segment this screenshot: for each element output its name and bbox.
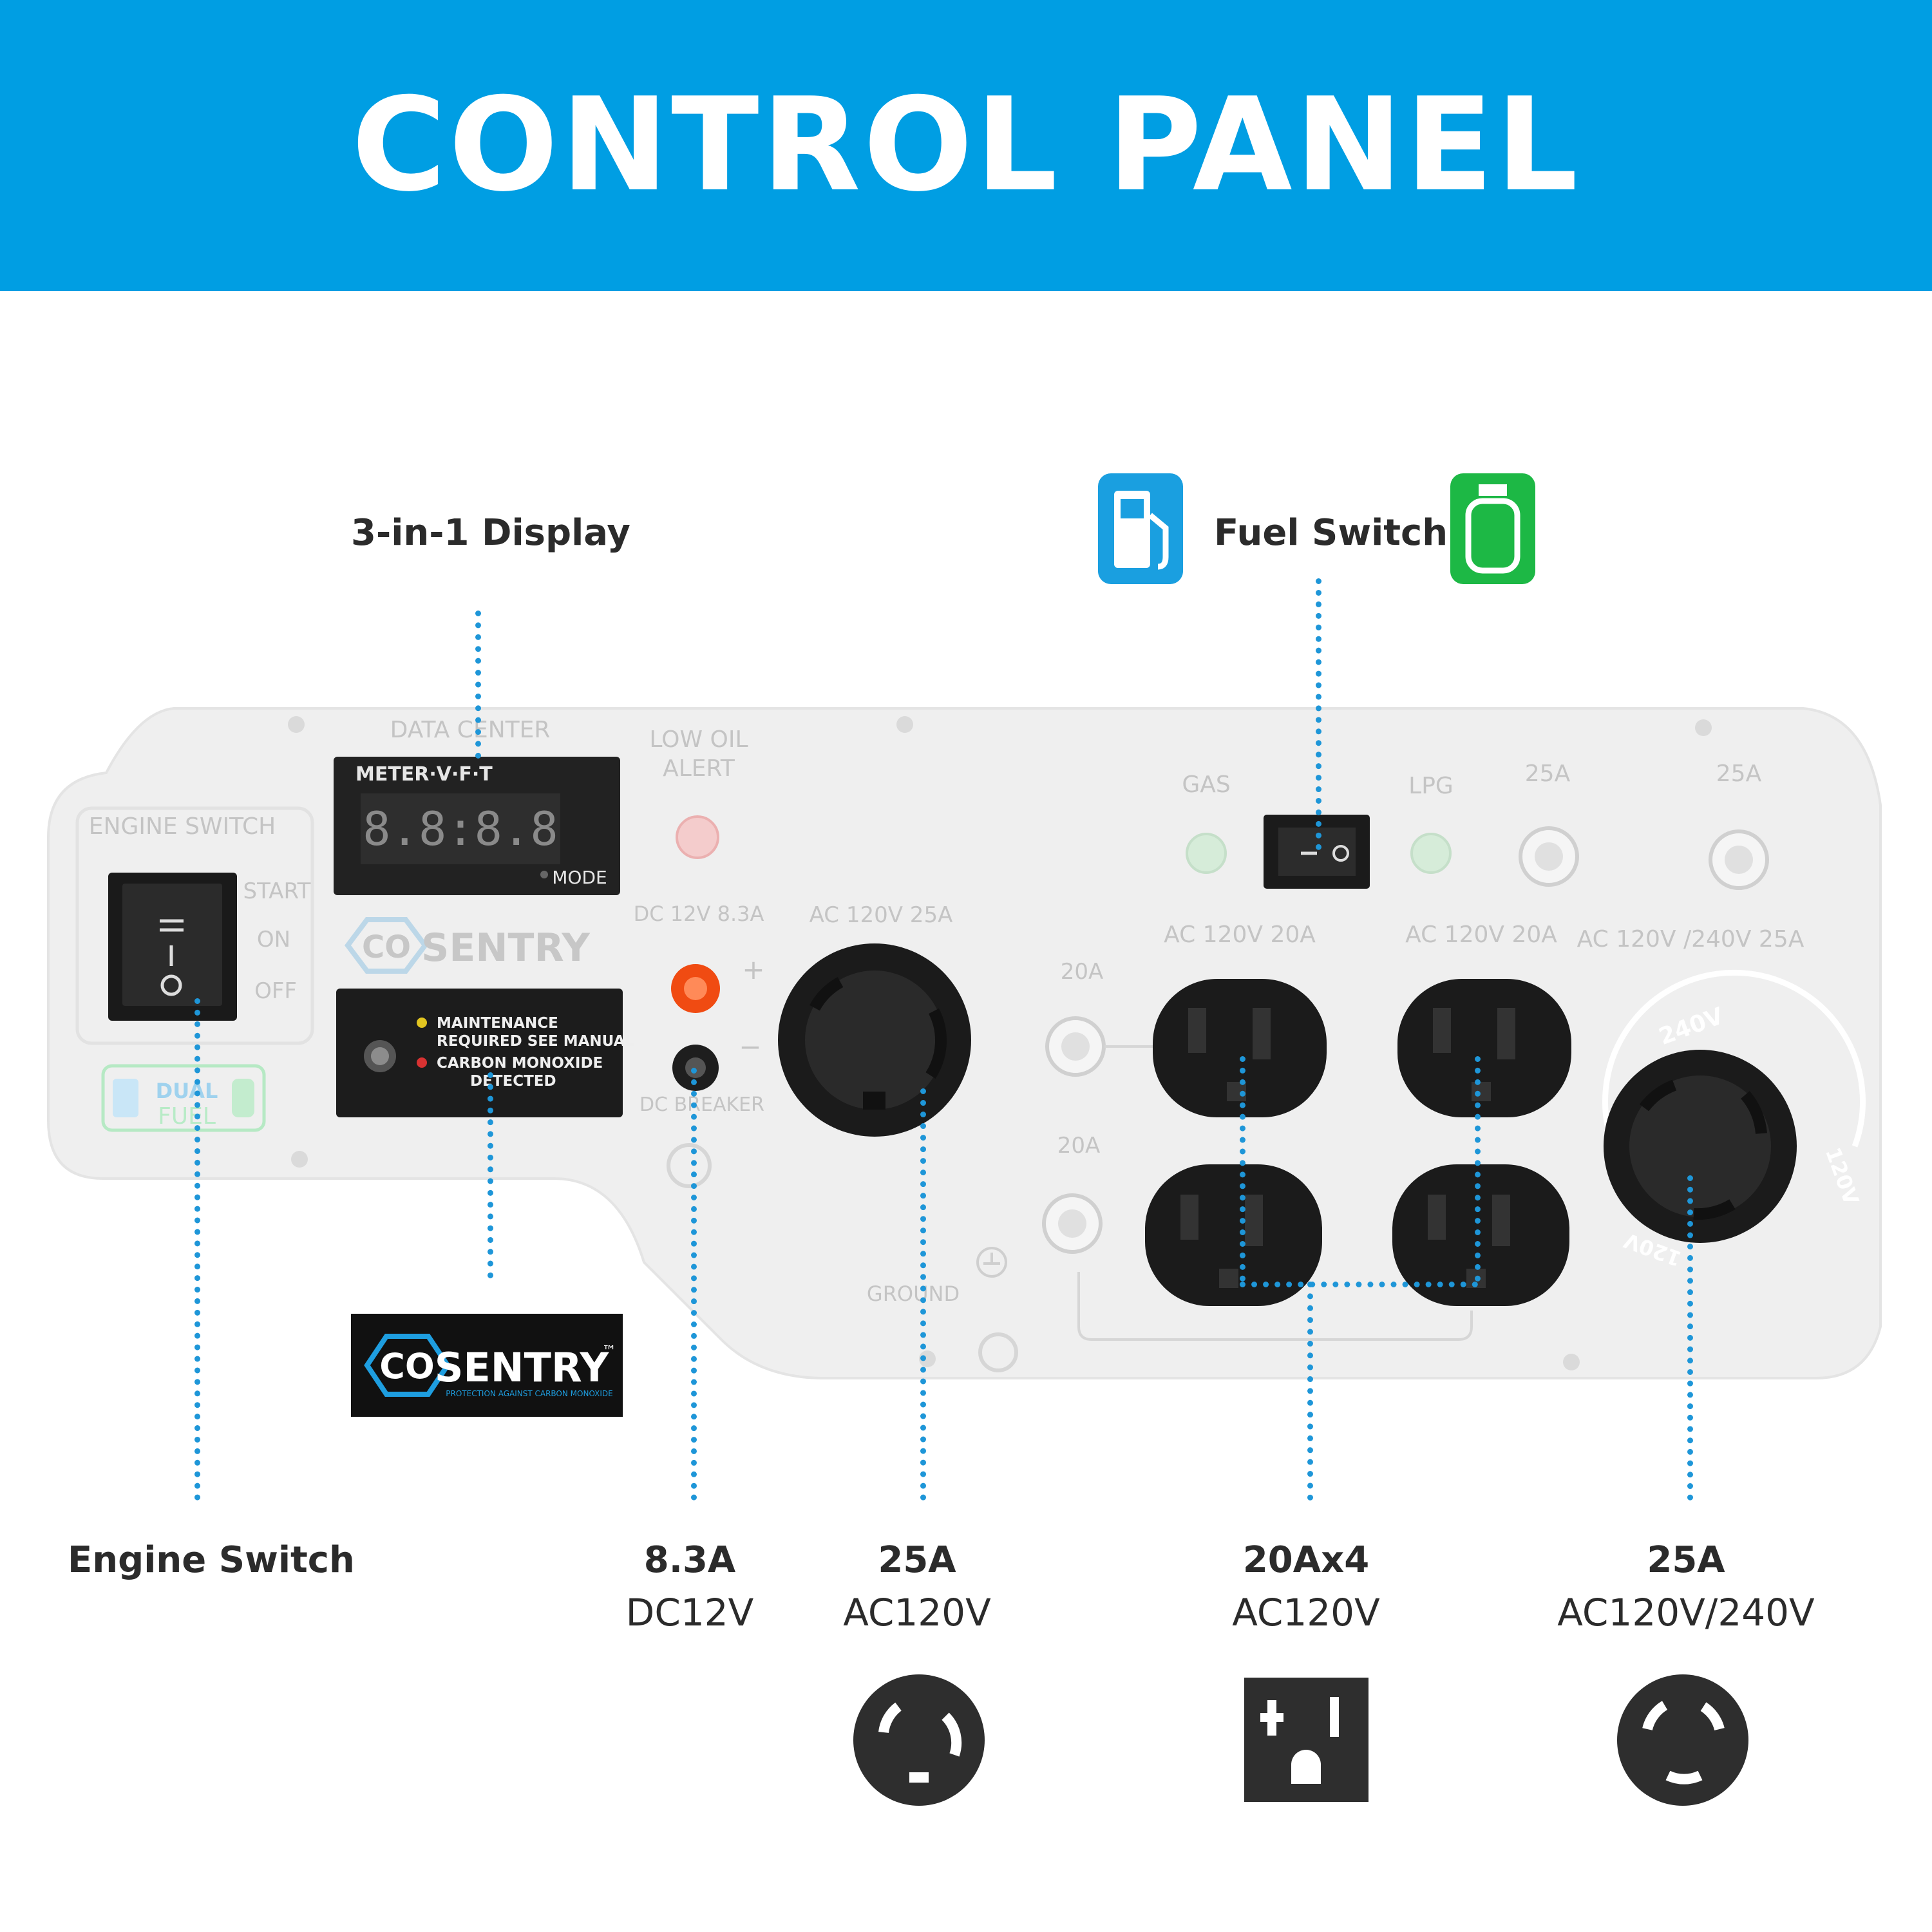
- badge-sentry-text: SENTRY: [435, 1344, 610, 1391]
- low-oil-led: [676, 815, 719, 859]
- fuel-switch-callout: Fuel Switch: [1214, 512, 1448, 554]
- data-center-label: DATA CENTER: [390, 717, 551, 743]
- dc-breaker-label: DC BREAKER: [639, 1094, 764, 1116]
- engine-switch-title: ENGINE SWITCH: [89, 813, 276, 840]
- ac-120-240-25-label: AC 120V /240V 25A: [1577, 926, 1804, 952]
- panel-sentry-text: SENTRY: [421, 925, 591, 971]
- ac-20x4-amp-callout: 20Ax4: [1242, 1539, 1370, 1581]
- propane-tank-icon: [1450, 473, 1535, 584]
- header-banner: CONTROL PANEL: [0, 0, 1932, 291]
- leader-outlet-left: [1240, 1056, 1245, 1282]
- breaker-25a-label-2: 25A: [1716, 761, 1762, 787]
- ac-25-amp-callout: 25A: [878, 1539, 956, 1581]
- dual-fuel-label-1: DUAL: [156, 1079, 218, 1103]
- lpg-label: LPG: [1408, 773, 1454, 799]
- engine-position-off: OFF: [254, 978, 297, 1004]
- co-sentry-hexagon: [364, 1334, 451, 1397]
- ac-25-dual-volt-callout: AC120V/240V: [1557, 1591, 1815, 1634]
- dc-volt-callout: DC12V: [625, 1591, 754, 1634]
- badge-co-text: CO: [379, 1346, 435, 1387]
- ac-25-dual-amp-callout: 25A: [1647, 1539, 1725, 1581]
- dc-amp-callout: 8.3A: [643, 1539, 736, 1581]
- twist-lock-240v-ring: [1602, 969, 1866, 1148]
- breaker-25a-label-1: 25A: [1525, 761, 1571, 787]
- co-detected-line-2: DETECTED: [470, 1073, 556, 1090]
- leader-outlet-right: [1475, 1056, 1481, 1282]
- dc-minus-label: −: [739, 1031, 761, 1063]
- engine-off-mark: [160, 974, 182, 996]
- dc-breaker: [667, 1143, 712, 1188]
- breaker-20a-label-1: 20A: [1061, 959, 1104, 985]
- twist-lock-240v-icon: [1617, 1674, 1748, 1806]
- ground-terminal: [978, 1332, 1018, 1372]
- breaker-20a-label-2: 20A: [1057, 1133, 1101, 1159]
- page-title: CONTROL PANEL: [351, 70, 1581, 220]
- engine-switch-rocker: [122, 884, 222, 1006]
- co-indicator-plate: [336, 989, 623, 1117]
- dc-plus-label: +: [742, 954, 764, 985]
- leader-outlet-join: [1240, 1282, 1478, 1287]
- ac-120-25-label: AC 120V 25A: [810, 902, 953, 928]
- badge-tagline: PROTECTION AGAINST CARBON MONOXIDE: [446, 1389, 612, 1398]
- engine-switch-callout: Engine Switch: [68, 1539, 355, 1581]
- panel-screw: [291, 1151, 308, 1168]
- ground-icon: [976, 1247, 1007, 1278]
- low-oil-line-1: LOW OIL: [649, 726, 748, 753]
- leader-ac-25-dual: [1687, 1175, 1693, 1501]
- maintenance-led: [417, 1018, 427, 1028]
- panel-screw: [896, 716, 913, 733]
- low-oil-line-2: ALERT: [663, 755, 735, 782]
- meter-label: METER·V·F·T: [355, 763, 493, 786]
- mode-label: MODE: [552, 867, 607, 888]
- panel-screw: [1563, 1354, 1580, 1370]
- badge-tm: ™: [602, 1343, 616, 1359]
- panel-screw: [1695, 719, 1712, 736]
- panel-screw: [288, 716, 305, 733]
- dual-fuel-badge: [101, 1064, 266, 1132]
- display-callout: 3-in-1 Display: [351, 512, 630, 554]
- leader-ac-25: [920, 1088, 926, 1501]
- engine-position-on: ON: [257, 927, 290, 952]
- lpg-led: [1410, 833, 1452, 874]
- leader-display: [475, 611, 481, 759]
- leader-20ax4: [1307, 1282, 1313, 1501]
- co-sentry-badge: [351, 1314, 623, 1417]
- ground-label: GROUND: [867, 1282, 960, 1306]
- leader-fuel-switch: [1316, 578, 1321, 850]
- ac-20x4-volt-callout: AC120V: [1232, 1591, 1380, 1634]
- gas-label: GAS: [1182, 772, 1230, 798]
- gas-led: [1186, 833, 1227, 874]
- maintenance-line-2: REQUIRED SEE MANUAL: [437, 1033, 634, 1050]
- co-detected-line-1: CARBON MONOXIDE: [437, 1055, 603, 1072]
- maintenance-line-1: MAINTENANCE: [437, 1015, 558, 1032]
- twist-lock-120v-icon: [853, 1674, 985, 1806]
- engine-position-start: START: [243, 878, 311, 904]
- ac-25-volt-callout: AC120V: [843, 1591, 991, 1634]
- dual-fuel-label-2: FUEL: [158, 1103, 216, 1130]
- panel-co-text: CO: [362, 929, 411, 965]
- leader-engine-switch: [194, 998, 200, 1501]
- ac-120-20-label-2: AC 120V 20A: [1405, 922, 1557, 948]
- dc-rating-label: DC 12V 8.3A: [634, 902, 764, 926]
- display-screen: [361, 793, 560, 864]
- co-hexagon: [345, 917, 428, 974]
- leader-dc: [691, 1068, 697, 1501]
- co-led: [417, 1057, 427, 1068]
- meter-digits: 8.8:8.8: [363, 802, 558, 856]
- leader-co-sentry: [488, 1072, 493, 1278]
- ac-120-20-label-1: AC 120V 20A: [1164, 922, 1316, 948]
